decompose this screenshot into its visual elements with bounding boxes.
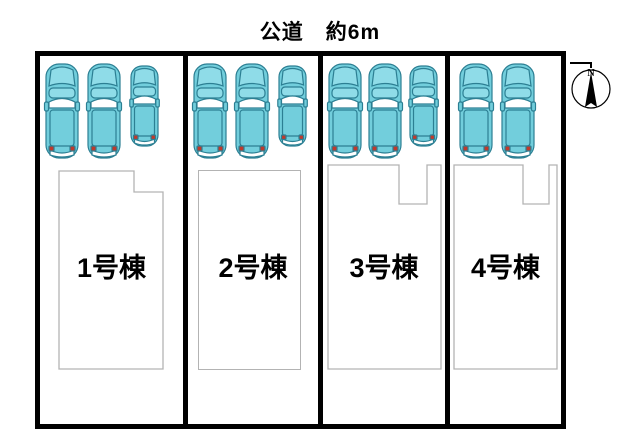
plot-label-4: 4号棟 xyxy=(470,253,541,283)
car-full-size xyxy=(498,62,538,160)
plot-2[interactable]: 2号棟 xyxy=(188,56,318,424)
building-footprint-1 xyxy=(58,170,164,370)
parking-area-2 xyxy=(188,56,318,164)
building-footprint-2 xyxy=(198,170,301,370)
car-full-size xyxy=(325,62,365,160)
car-full-size xyxy=(456,62,496,160)
car-full-size xyxy=(42,62,82,160)
car-compact xyxy=(276,64,309,148)
site-boundary-right xyxy=(561,51,566,429)
svg-text:N: N xyxy=(587,68,595,79)
building-footprint-4 xyxy=(453,164,558,370)
building-footprint-3 xyxy=(327,164,442,370)
rear-boundary-line xyxy=(35,424,566,429)
car-full-size xyxy=(84,62,124,160)
car-full-size xyxy=(232,62,272,160)
north-arrow-icon: N xyxy=(569,62,613,114)
plot-divider-2-3 xyxy=(318,51,323,429)
car-compact xyxy=(128,64,161,148)
plot-label-2: 2号棟 xyxy=(218,253,288,283)
parking-area-4 xyxy=(450,56,561,164)
parking-area-3 xyxy=(323,56,445,164)
road-boundary-line xyxy=(35,51,566,56)
plot-label-3: 3号棟 xyxy=(349,253,419,283)
plot-4[interactable]: 4号棟 xyxy=(450,56,561,424)
plot-divider-1-2 xyxy=(183,51,188,429)
car-full-size xyxy=(365,62,405,160)
page-title: 公道 約6m xyxy=(259,21,381,44)
site-boundary-left xyxy=(35,51,40,429)
car-full-size xyxy=(190,62,230,160)
car-compact xyxy=(407,64,440,148)
plot-label-1: 1号棟 xyxy=(76,253,147,283)
plot-1[interactable]: 1号棟 xyxy=(40,56,183,424)
plot-3[interactable]: 3号棟 xyxy=(323,56,445,424)
plot-divider-3-4 xyxy=(445,51,450,429)
parking-area-1 xyxy=(40,56,183,164)
